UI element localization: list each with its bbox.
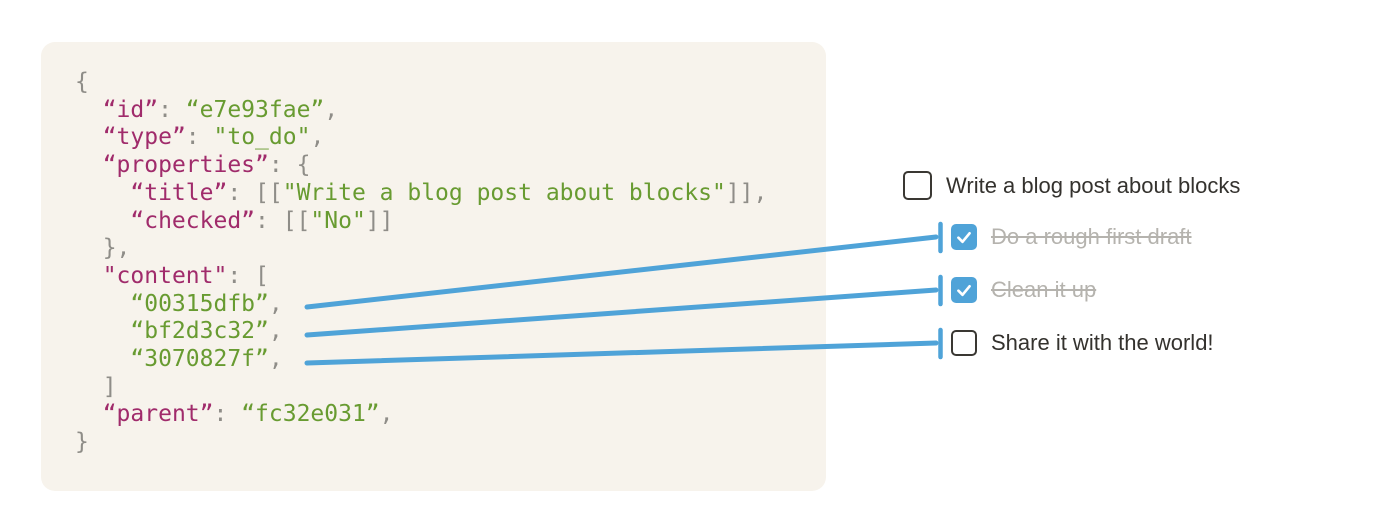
- code-line: {: [75, 69, 89, 95]
- code-line: “title”: [["Write a blog post about bloc…: [130, 179, 768, 206]
- todo-item-label: Share it with the world!: [991, 330, 1214, 355]
- code-block: { “id”: “e7e93fae”, “type”: "to_do", “pr…: [75, 69, 767, 457]
- code-line: “properties”: {: [102, 152, 311, 179]
- code-line: "content": [: [102, 262, 269, 289]
- code-line: “3070827f”,: [130, 346, 283, 373]
- code-line: “id”: “e7e93fae”,: [102, 96, 339, 123]
- code-line: “00315dfb”,: [130, 290, 283, 317]
- code-line: ]: [75, 373, 117, 400]
- code-line: },: [75, 235, 131, 262]
- check-icon: [957, 231, 971, 244]
- code-line: }: [75, 429, 89, 456]
- todo-item: Clean it up: [951, 277, 1096, 303]
- todo-item: Do a rough first draft: [951, 224, 1192, 250]
- checkbox-unchecked[interactable]: [903, 171, 932, 200]
- check-icon: [957, 284, 971, 297]
- todo-item-label: Write a blog post about blocks: [946, 172, 1241, 198]
- code-line: “bf2d3c32”,: [130, 318, 283, 345]
- code-line: “parent”: “fc32e031”,: [102, 401, 394, 428]
- todo-item: Share it with the world!: [951, 330, 1214, 356]
- checkbox-unchecked[interactable]: [951, 330, 977, 356]
- todo-item-label: Clean it up: [991, 277, 1097, 302]
- todo-item-label: Do a rough first draft: [991, 224, 1192, 249]
- todo-item: Write a blog post about blocks: [903, 171, 1240, 200]
- checkbox-checked[interactable]: [951, 277, 977, 303]
- checkbox-checked[interactable]: [951, 224, 977, 250]
- code-line: “type”: "to_do",: [102, 124, 325, 151]
- code-panel: { “id”: “e7e93fae”, “type”: "to_do", “pr…: [41, 42, 826, 491]
- code-line: “checked”: [["No"]]: [130, 207, 394, 234]
